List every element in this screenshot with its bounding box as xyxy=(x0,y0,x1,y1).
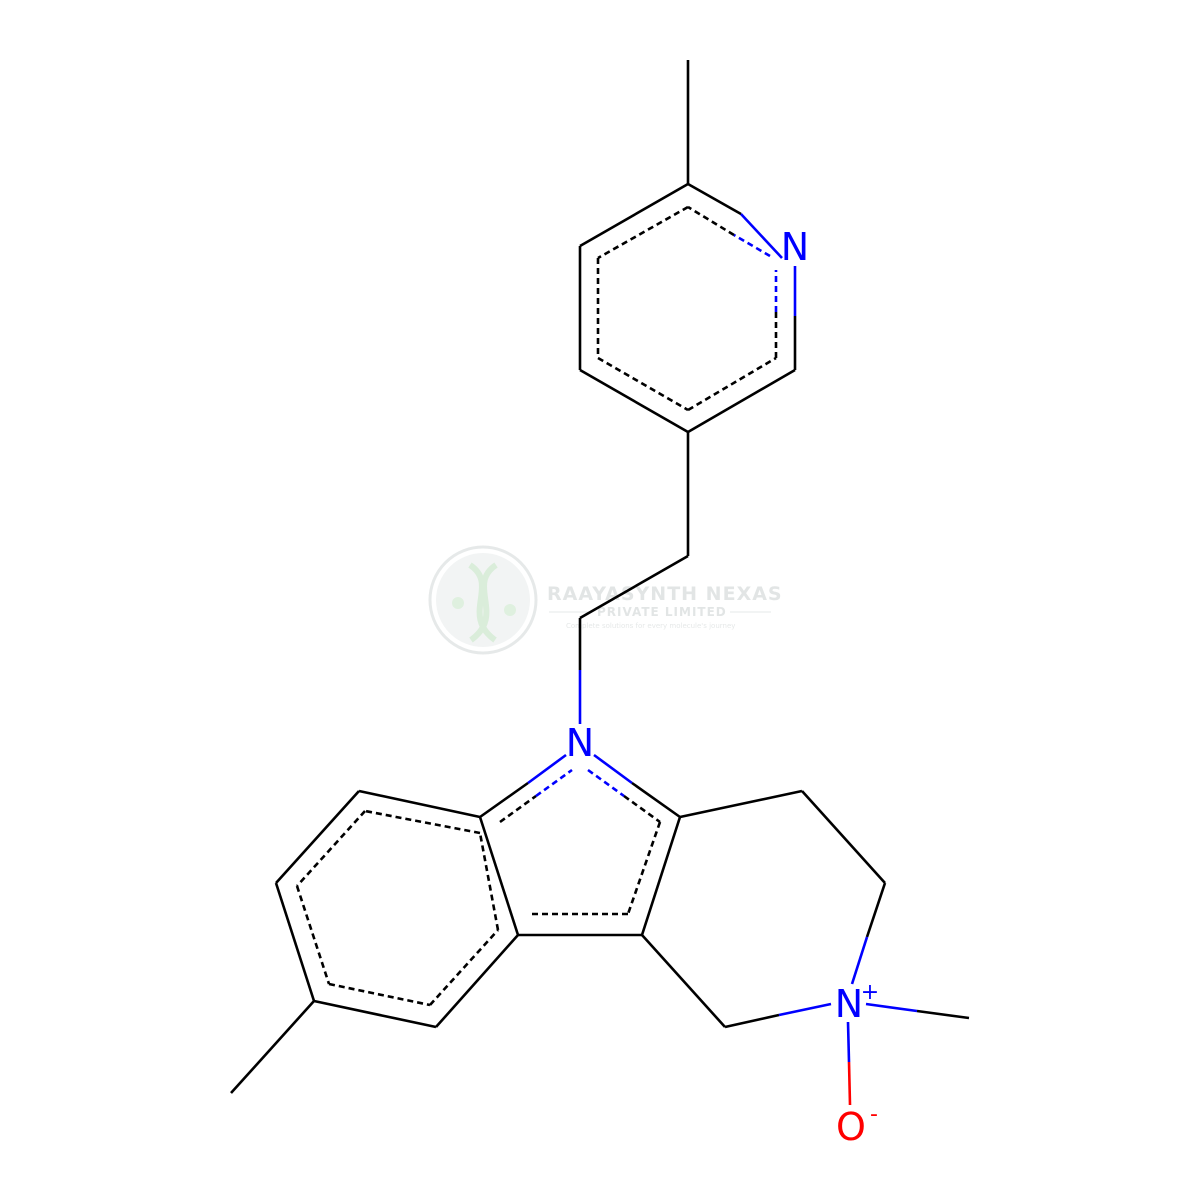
bond-ch2b-nplus xyxy=(865,882,887,938)
watermark-dna-helix-icon xyxy=(468,562,498,643)
bond-c1-c9b xyxy=(640,816,682,936)
bond-n-c1 xyxy=(631,781,681,819)
ethyl-linker xyxy=(578,432,690,724)
bond-ch2b-nplus-blue xyxy=(850,936,869,985)
methyl-bond-benzene xyxy=(230,1000,315,1094)
atom-n-pyridine: N xyxy=(781,225,809,269)
aromatic-benz-4 xyxy=(328,982,431,1007)
aromatic-benz-6 xyxy=(478,832,500,931)
bond-n-c2 xyxy=(687,182,742,216)
bond-c2-c3 xyxy=(579,182,689,248)
atom-o-minus-charge: - xyxy=(870,1102,878,1127)
bond-c5-c4 xyxy=(313,999,437,1029)
watermark-title: RAAYASYNTH NEXAS xyxy=(547,583,783,605)
bond-c6-c5 xyxy=(274,882,316,1002)
tetrahydropyridine-ring: N + O - xyxy=(641,789,970,1149)
atom-o-minus: O xyxy=(836,1105,866,1149)
bond-ch2c-nplus-blue xyxy=(778,1002,832,1017)
watermark-hex-node-icon xyxy=(452,597,464,609)
bond-c9b-ch2c xyxy=(641,934,726,1028)
bond-nplus-methyl-blue xyxy=(865,1002,918,1013)
bond-n-c2-blue xyxy=(740,213,783,259)
bond-c7-c6 xyxy=(275,790,360,884)
aromatic-n-c2 xyxy=(687,205,735,237)
indole-core: N xyxy=(230,721,682,1094)
atom-n-plus: N xyxy=(835,982,863,1026)
aromatic-benz-5 xyxy=(429,929,499,1006)
watermark: RAAYASYNTH NEXAS PRIVATE LIMITED Complet… xyxy=(428,545,783,655)
aromatic-pyrrole-2-blue xyxy=(587,768,625,798)
aromatic-pyrrole-1 xyxy=(499,794,537,824)
aromatic-pyrrole-3 xyxy=(626,821,662,915)
bond-n-c7a xyxy=(479,781,529,819)
bond-ch2c-nplus xyxy=(724,1013,780,1029)
aromatic-pyrrole-2 xyxy=(623,794,661,824)
aromatic-n-c2-blue xyxy=(733,233,771,258)
pyridine-ring: N xyxy=(578,60,809,434)
bond-c5-c6 xyxy=(687,368,796,434)
bond-ch2a-ch2b xyxy=(801,790,886,884)
atom-n-indole: N xyxy=(566,721,594,765)
aromatic-c4-c5 xyxy=(597,356,689,412)
bond-ch2-ch2 xyxy=(579,554,689,620)
atom-n-plus-charge: + xyxy=(861,980,879,1005)
bond-nplus-o-blue xyxy=(846,1021,851,1063)
bond-nplus-methyl xyxy=(916,1009,970,1020)
watermark-tagline: Complete solutions for every molecule's … xyxy=(566,622,735,630)
watermark-logo-outer-ring xyxy=(428,545,538,655)
bond-c4-c5 xyxy=(579,368,689,434)
bond-n-c1-blue xyxy=(593,753,633,785)
aromatic-c2-c3 xyxy=(597,205,689,260)
aromatic-benz-2 xyxy=(296,810,366,887)
aromatic-pyrrole-1-blue xyxy=(535,768,573,798)
aromatic-c5-c6 xyxy=(687,356,777,412)
aromatic-benz-3 xyxy=(295,885,331,985)
bond-c4a-c7a xyxy=(478,816,520,936)
watermark-subtitle: PRIVATE LIMITED xyxy=(597,605,727,619)
bond-c1-ch2a xyxy=(679,789,803,819)
bond-c4-c4a xyxy=(435,934,519,1028)
bond-nplus-o-red xyxy=(847,1061,852,1106)
watermark-hex-node-icon xyxy=(504,604,516,616)
bond-n-c7a-blue xyxy=(527,753,567,785)
bond-c7a-c7 xyxy=(358,789,481,819)
